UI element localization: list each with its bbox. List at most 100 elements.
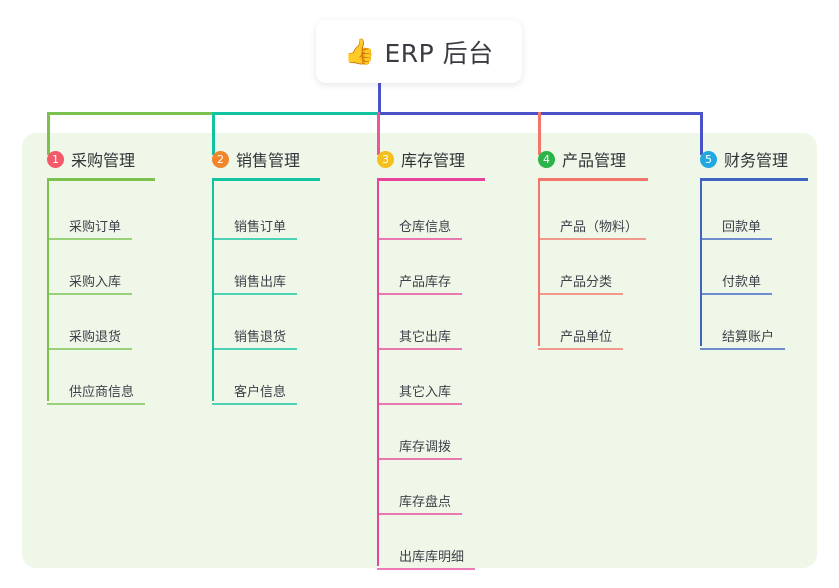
leaf-item-label: 销售出库 [234,275,287,290]
leaf-item-label: 产品分类 [560,275,613,290]
leaf-item-出库库明细[interactable]: 出库库明细 [377,515,475,570]
root-node-label: ERP 后台 [384,38,494,68]
category-column-产品管理: 4 产品管理 [520,148,648,181]
category-underline [377,178,485,181]
category-title: 库存管理 [401,151,466,170]
leaf-item-结算账户[interactable]: 结算账户 [700,295,785,350]
leaf-item-回款单[interactable]: 回款单 [700,185,772,240]
category-header-采购管理[interactable]: 1 采购管理 [29,148,135,170]
diagram-card [22,133,817,568]
leaf-item-underline [47,293,132,295]
leaf-item-underline [212,293,297,295]
leaf-item-underline [212,238,297,240]
leaf-item-销售退货[interactable]: 销售退货 [212,295,297,350]
leaf-item-label: 库存调拨 [399,440,452,455]
thumbs-up-emoji: 👍 [344,37,376,66]
leaf-item-label: 客户信息 [234,385,287,400]
connector-drop-2 [212,112,215,155]
leaf-item-label: 销售退货 [234,330,287,345]
category-spine-销售管理 [212,181,214,401]
connector-drop-1 [47,112,50,155]
leaf-item-产品分类[interactable]: 产品分类 [538,240,623,295]
category-title: 采购管理 [71,151,136,170]
leaf-item-label: 仓库信息 [399,220,452,235]
leaf-item-underline [538,238,646,240]
leaf-item-库存盘点[interactable]: 库存盘点 [377,460,462,515]
leaf-item-label: 库存盘点 [399,495,452,510]
category-spine-采购管理 [47,181,49,401]
leaf-item-label: 付款单 [722,275,762,290]
leaf-item-销售出库[interactable]: 销售出库 [212,240,297,295]
category-underline [538,178,648,181]
category-underline [700,178,808,181]
leaf-item-客户信息[interactable]: 客户信息 [212,350,297,405]
category-underline [212,178,320,181]
leaf-item-label: 其它入库 [399,385,452,400]
category-header-产品管理[interactable]: 4 产品管理 [520,148,626,170]
leaf-item-label: 采购退货 [69,330,122,345]
leaf-item-underline [377,238,462,240]
category-column-销售管理: 2 销售管理 [194,148,320,181]
connector-drop-3 [377,112,380,155]
leaf-item-underline [47,403,145,405]
category-number-badge: 5 [700,150,717,168]
leaf-item-underline [47,238,132,240]
leaf-item-label: 出库库明细 [399,550,465,565]
category-number-badge: 3 [377,150,394,168]
category-title: 销售管理 [236,151,301,170]
connector-drop-5 [700,112,703,155]
leaf-item-仓库信息[interactable]: 仓库信息 [377,185,462,240]
leaf-item-采购订单[interactable]: 采购订单 [47,185,132,240]
category-number-badge: 2 [212,150,229,168]
leaf-item-产品库存[interactable]: 产品库存 [377,240,462,295]
leaf-item-underline [47,348,132,350]
leaf-item-label: 产品（物料） [560,220,639,235]
leaf-item-underline [377,513,462,515]
leaf-item-underline [700,348,785,350]
category-column-财务管理: 5 财务管理 [682,148,808,181]
leaf-item-underline [538,348,623,350]
category-spine-财务管理 [700,181,702,346]
leaf-item-underline [377,568,475,570]
leaf-item-label: 产品库存 [399,275,452,290]
category-title: 财务管理 [724,151,789,170]
category-number-badge: 1 [47,150,64,168]
leaf-item-underline [212,403,297,405]
category-header-财务管理[interactable]: 5 财务管理 [682,148,788,170]
leaf-item-underline [700,293,772,295]
connector-bus-left [47,112,214,115]
leaf-item-付款单[interactable]: 付款单 [700,240,772,295]
leaf-item-产品（物料）[interactable]: 产品（物料） [538,185,646,240]
leaf-item-underline [538,293,623,295]
leaf-item-其它入库[interactable]: 其它入库 [377,350,462,405]
leaf-item-销售订单[interactable]: 销售订单 [212,185,297,240]
category-column-库存管理: 3 库存管理 [359,148,485,181]
leaf-item-供应商信息[interactable]: 供应商信息 [47,350,145,405]
leaf-item-label: 销售订单 [234,220,287,235]
leaf-item-label: 其它出库 [399,330,452,345]
category-header-销售管理[interactable]: 2 销售管理 [194,148,300,170]
category-number-badge: 4 [538,150,555,168]
root-node-erp-backend[interactable]: 👍 ERP 后台 [316,20,522,83]
leaf-item-采购退货[interactable]: 采购退货 [47,295,132,350]
leaf-item-underline [212,348,297,350]
leaf-item-label: 采购订单 [69,220,122,235]
leaf-item-underline [700,238,772,240]
leaf-item-其它出库[interactable]: 其它出库 [377,295,462,350]
leaf-item-label: 采购入库 [69,275,122,290]
connector-trunk-vertical [378,83,381,115]
leaf-item-库存调拨[interactable]: 库存调拨 [377,405,462,460]
leaf-item-采购入库[interactable]: 采购入库 [47,240,132,295]
category-column-采购管理: 1 采购管理 [29,148,155,181]
category-title: 产品管理 [562,151,627,170]
connector-bus-middle [212,112,379,115]
connector-drop-4 [538,112,541,155]
leaf-item-产品单位[interactable]: 产品单位 [538,295,623,350]
category-underline [47,178,155,181]
leaf-item-label: 产品单位 [560,330,613,345]
leaf-item-label: 回款单 [722,220,762,235]
category-header-库存管理[interactable]: 3 库存管理 [359,148,465,170]
leaf-item-underline [377,403,462,405]
leaf-item-label: 供应商信息 [69,385,135,400]
